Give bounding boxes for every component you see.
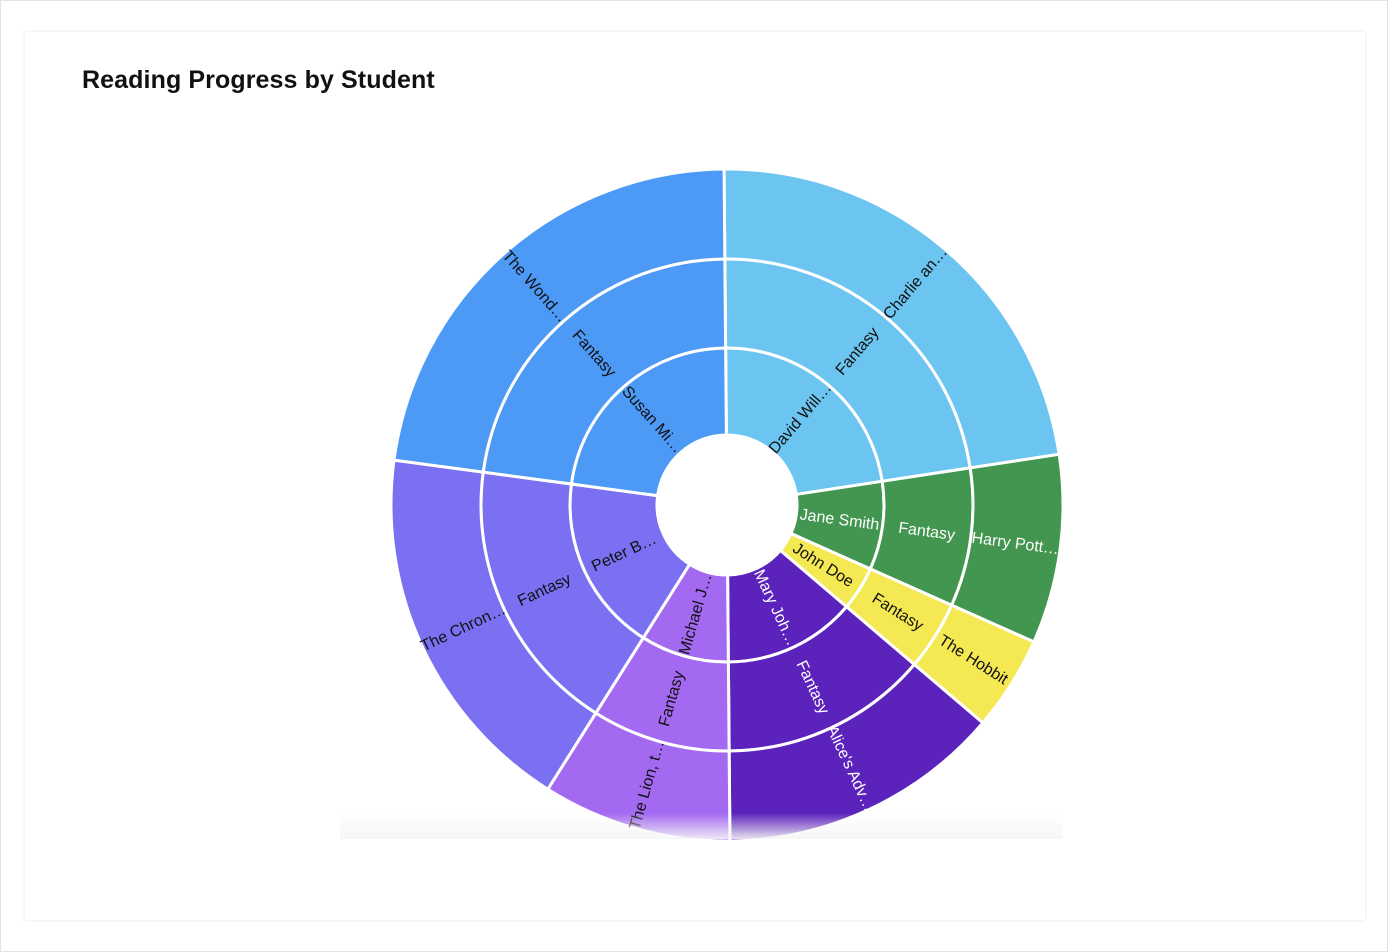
chart-title: Reading Progress by Student (82, 66, 435, 94)
sunburst-segment-3[interactable] (726, 548, 985, 843)
book-arc[interactable] (392, 167, 727, 474)
book-arc[interactable] (722, 167, 1061, 470)
sunburst-segment-0[interactable] (722, 167, 1061, 497)
sunburst-segment-5[interactable] (389, 458, 692, 792)
sunburst-segment-6[interactable] (392, 167, 728, 498)
sunburst-segment-2[interactable] (778, 531, 1036, 725)
